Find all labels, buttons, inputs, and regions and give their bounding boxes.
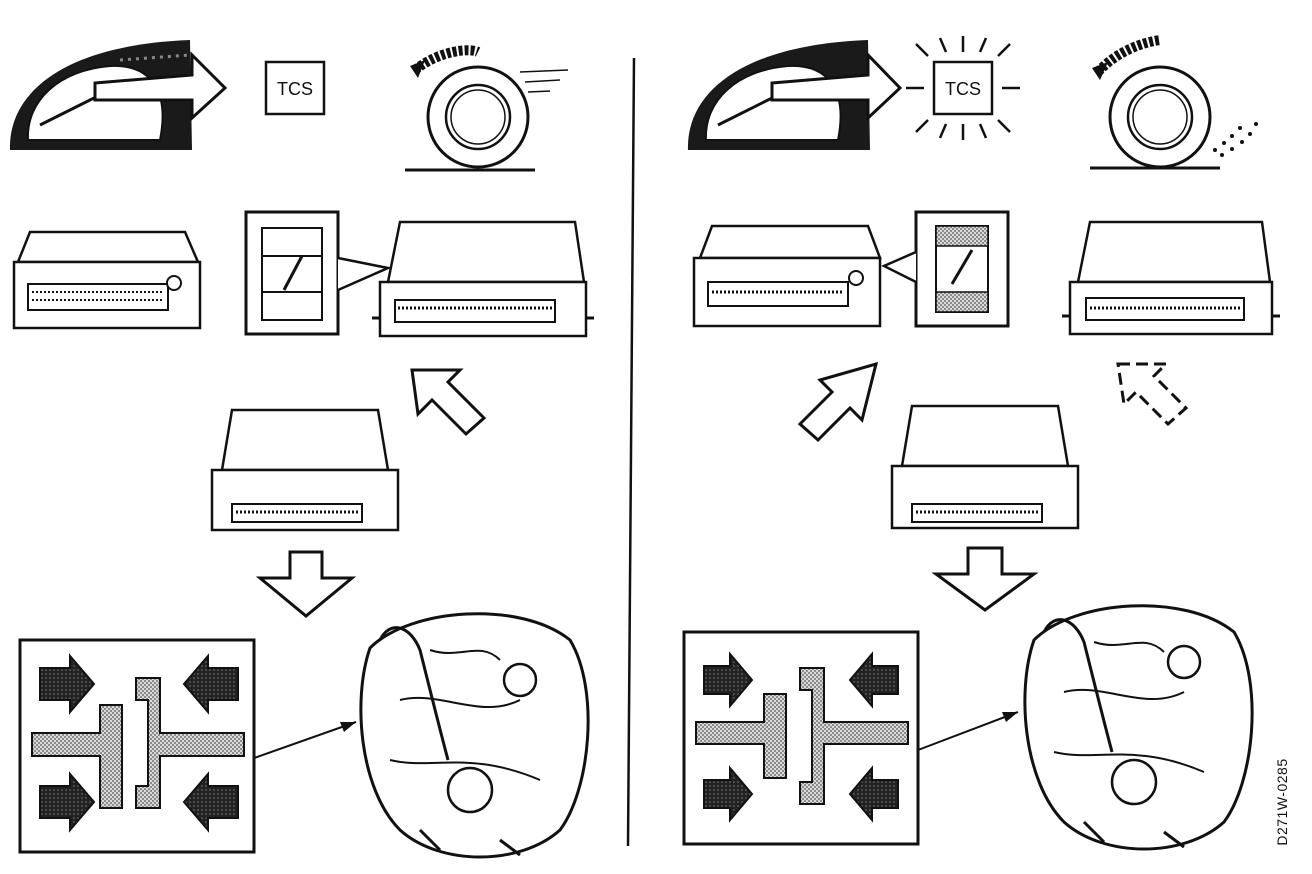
glow-rays xyxy=(906,36,1020,140)
left-panel: TCS xyxy=(9,40,594,859)
arrow-diagonal-icon xyxy=(410,368,487,437)
control-module-a xyxy=(692,224,882,328)
central-control-module xyxy=(210,408,400,532)
right-panel: TCS xyxy=(682,35,1280,851)
clutch-detail-released xyxy=(18,638,256,854)
control-module-b xyxy=(1062,220,1280,336)
control-module-a xyxy=(12,230,202,330)
tcs-indicator-label: TCS xyxy=(945,79,981,99)
transaxle-icon xyxy=(359,612,590,859)
central-control-module xyxy=(890,404,1080,530)
tcs-indicator-label: TCS xyxy=(277,79,313,99)
tcs-indicator-off: TCS xyxy=(264,60,326,116)
arrow-right-icon xyxy=(93,51,228,122)
leader-line xyxy=(253,721,357,759)
leader-line xyxy=(917,711,1019,751)
wheel-icon xyxy=(405,45,569,172)
panel-divider xyxy=(626,57,636,847)
wheel-slip-icon xyxy=(1090,35,1258,170)
tcs-indicator-on: TCS xyxy=(906,36,1020,140)
switch-detail-on xyxy=(881,210,1010,328)
transaxle-icon xyxy=(1023,604,1254,851)
switch-detail-off xyxy=(244,210,393,336)
figure-code-text: D271W-0285 xyxy=(1274,758,1290,846)
arrow-diagonal-left-icon xyxy=(797,361,879,443)
arrow-down-icon xyxy=(255,550,357,618)
control-module-b xyxy=(372,220,594,338)
arrow-diagonal-dashed-icon xyxy=(1116,362,1189,427)
figure-code: D271W-0285 xyxy=(1262,742,1302,862)
arrow-right-icon xyxy=(770,51,903,122)
arrow-down-icon xyxy=(931,546,1039,612)
clutch-detail-engaged xyxy=(682,630,920,846)
